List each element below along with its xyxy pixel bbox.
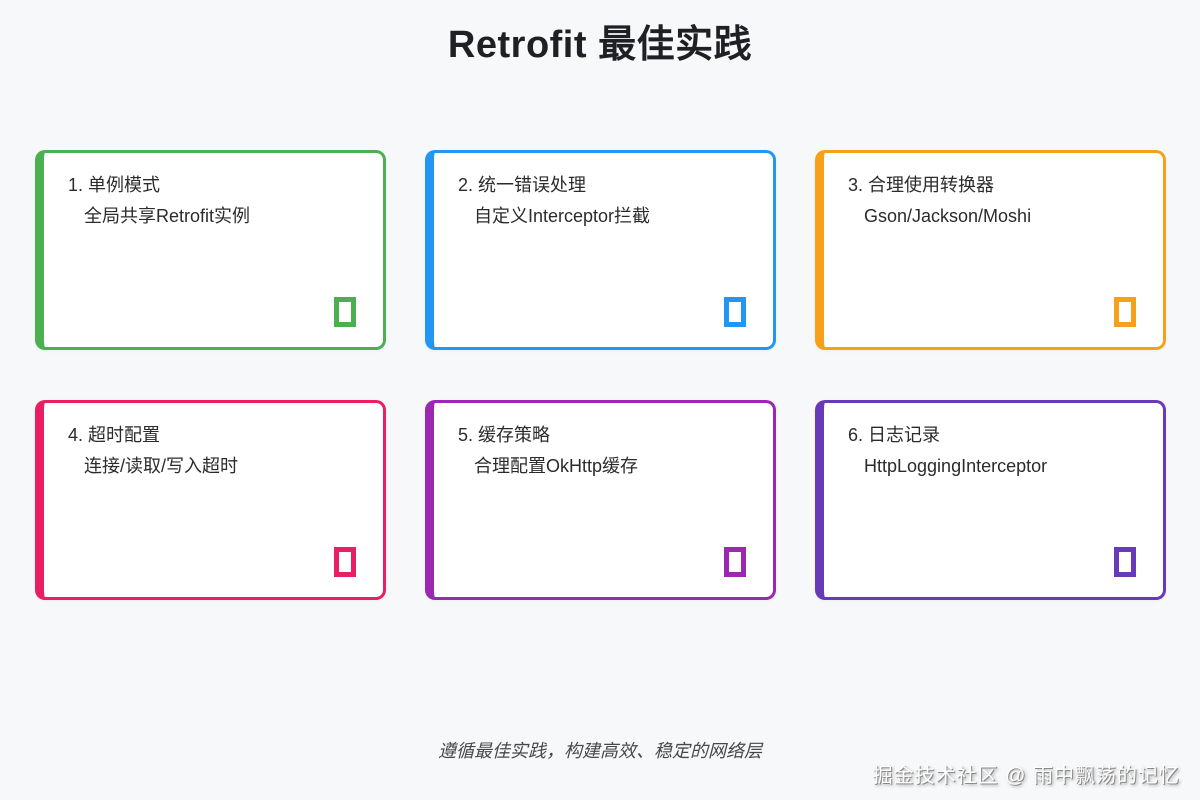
card-heading: 3. 合理使用转换器 [848,175,995,195]
card-heading: 4. 超时配置 [68,425,161,445]
card-subtitle: 连接/读取/写入超时 [84,456,239,476]
practice-card-grid: 1. 单例模式 全局共享Retrofit实例 2. 统一错误处理 自定义Inte… [35,150,1166,600]
practice-card: 2. 统一错误处理 自定义Interceptor拦截 [425,150,776,350]
card-heading: 1. 单例模式 [68,175,161,195]
missing-emoji-glyph-icon [334,547,356,577]
card-subtitle: 自定义Interceptor拦截 [474,206,651,226]
practice-card: 6. 日志记录 HttpLoggingInterceptor [815,400,1166,600]
footer-note: 遵循最佳实践，构建高效、稳定的网络层 [438,741,762,761]
missing-emoji-glyph-icon [1114,547,1136,577]
practice-card: 4. 超时配置 连接/读取/写入超时 [35,400,386,600]
practice-card: 1. 单例模式 全局共享Retrofit实例 [35,150,386,350]
card-heading: 2. 统一错误处理 [458,175,587,195]
card-subtitle: HttpLoggingInterceptor [864,456,1048,476]
missing-emoji-glyph-icon [724,547,746,577]
card-heading: 5. 缓存策略 [458,425,551,445]
card-subtitle: 合理配置OkHttp缓存 [474,456,639,476]
card-heading: 6. 日志记录 [848,425,941,445]
card-subtitle: Gson/Jackson/Moshi [864,206,1032,226]
practice-card: 3. 合理使用转换器 Gson/Jackson/Moshi [815,150,1166,350]
card-subtitle: 全局共享Retrofit实例 [84,206,251,226]
missing-emoji-glyph-icon [724,297,746,327]
missing-emoji-glyph-icon [1114,297,1136,327]
page-title: Retrofit 最佳实践 [447,24,753,66]
practice-card: 5. 缓存策略 合理配置OkHttp缓存 [425,400,776,600]
watermark: 掘金技术社区 @ 雨中飘荡的记忆 [872,765,1180,787]
missing-emoji-glyph-icon [334,297,356,327]
